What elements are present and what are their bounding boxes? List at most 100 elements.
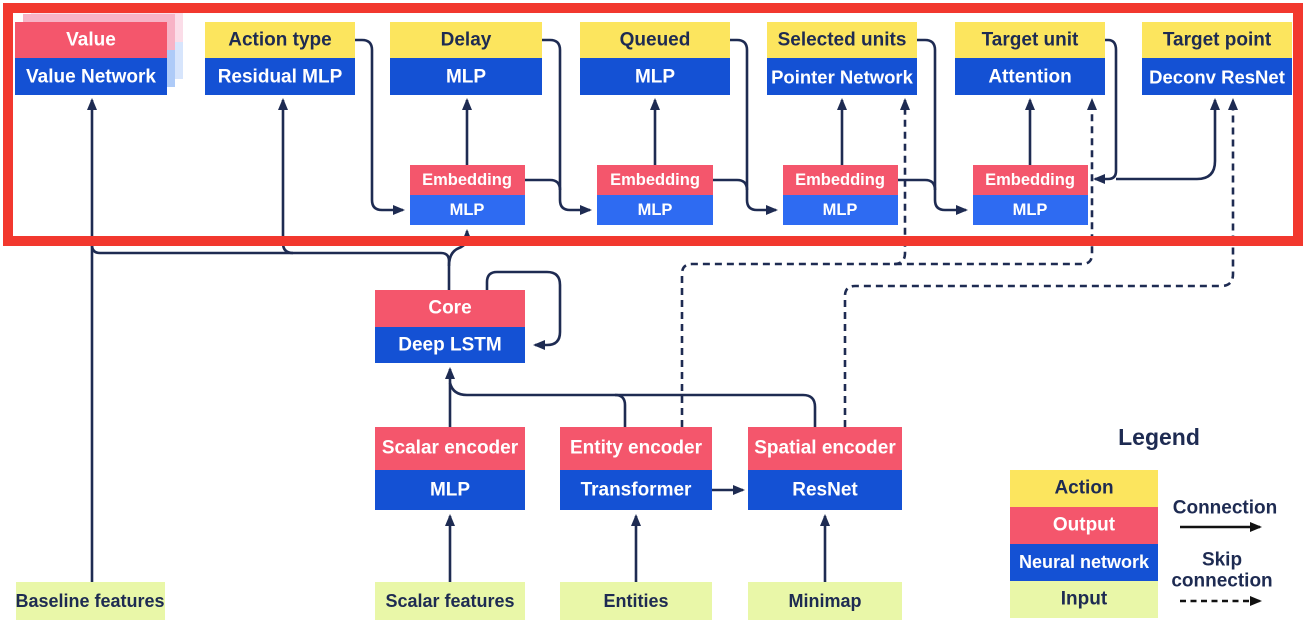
input-entities-box [560,582,712,620]
head-value-header [15,22,167,58]
head-target-unit: Target unit Attention [955,22,1105,95]
head-delay-header [390,22,542,58]
encoder-scalar-header [375,427,525,470]
embedding-3: Embedding MLP [783,165,898,225]
head-selected-units: Selected units Pointer Network [767,22,917,95]
conn-queued-to-embedding3 [730,38,778,215]
conn-core-output-rail [90,244,451,290]
conn-embedding3-to-embedding4 [898,178,937,191]
head-selected-units-network-label: Pointer Network [771,67,914,88]
embedding-2-mlp-bar [597,195,713,225]
input-entities-label: Entities [603,591,668,611]
encoder-spatial-network-bar [748,470,902,510]
head-action-type-network-label: Residual MLP [218,67,343,88]
embedding-3-header [783,165,898,195]
skip-connections [680,98,1238,427]
encoder-entity: Entity encoder Transformer [560,427,712,510]
head-target-point-title: Target point [1163,30,1272,51]
legend-title: Legend [1118,424,1200,450]
core-block: Core Deep LSTM [375,290,525,363]
input-scalar-box [375,582,525,620]
encoder-scalar-network-label: MLP [430,480,470,501]
head-target-unit-header [955,22,1105,58]
solid-connections [87,38,1220,582]
head-queued-network-label: MLP [635,67,675,88]
embedding-2-header [597,165,713,195]
head-value-network-bar [15,58,167,95]
head-action-type-title: Action type [228,30,331,51]
embedding-4-mlp-bar [973,195,1088,225]
head-queued-network-bar [580,58,730,95]
conn-delay-to-embedding2 [542,38,592,215]
head-target-point: Target point Deconv ResNet [1142,22,1292,95]
encoder-spatial-title: Spatial encoder [754,438,896,459]
conn-targetunit-to-embedding4 [1093,38,1118,184]
legend-swatch-output [1010,507,1158,544]
embedding-3-mlp-label: MLP [823,201,858,219]
embedding-1-mlp-bar [410,195,525,225]
core-network-bar [375,327,525,363]
legend-skip-label-line1: Skip [1202,550,1242,571]
embedding-2-title: Embedding [610,171,700,189]
head-value-network-label: Value Network [26,67,156,88]
conn-selectedunits-to-embedding4 [917,38,968,215]
conn-entityencoder-rail [614,393,627,427]
embedding-4-header [973,165,1088,195]
encoder-scalar-title: Scalar encoder [382,438,519,459]
head-queued-title: Queued [620,30,691,51]
head-selected-units-title: Selected units [778,30,907,51]
legend-label-input: Input [1061,589,1108,610]
legend: Legend Action Output Neural network Inpu… [1010,424,1277,618]
input-scalar-features: Scalar features [375,582,525,620]
input-baseline-features: Baseline features [15,582,165,620]
core-header [375,290,525,327]
input-entities: Entities [560,582,712,620]
skip-entity-to-attention [680,98,1097,427]
head-queued: Queued MLP [580,22,730,95]
core-network-label: Deep LSTM [398,335,501,356]
core-title: Core [428,298,471,319]
legend-swatch-action [1010,470,1158,507]
legend-skip-label-line2: connection [1171,571,1272,592]
embedding-4-mlp-label: MLP [1013,201,1048,219]
input-minimap: Minimap [748,582,902,620]
skip-spatial-to-deconv [843,98,1238,427]
conn-embedding4-to-deconv [1116,98,1220,181]
legend-swatch-network [1010,544,1158,581]
input-minimap-label: Minimap [788,591,861,611]
head-delay-network-label: MLP [446,67,486,88]
embedding-4-title: Embedding [985,171,1075,189]
input-baseline-box [16,582,165,620]
head-selected-units-network-bar [767,58,917,95]
embedding-1-header [410,165,525,195]
head-target-unit-title: Target unit [982,30,1079,51]
conn-core-recurrent-loop [485,270,562,350]
encoder-scalar-network-bar [375,470,525,510]
embedding-2-mlp-label: MLP [638,201,673,219]
head-target-point-header [1142,22,1292,58]
embedding-3-title: Embedding [795,171,885,189]
head-delay-network-bar [390,58,542,95]
conn-spatialencoder-rail [448,382,817,427]
embedding-4: Embedding MLP [973,165,1088,225]
legend-swatch-input [1010,581,1158,618]
head-target-unit-network-bar [955,58,1105,95]
embedding-3-mlp-bar [783,195,898,225]
embedding-1: Embedding MLP [410,165,525,225]
encoder-scalar: Scalar encoder MLP [375,427,525,510]
head-action-type: Action type Residual MLP [205,22,355,95]
head-delay-title: Delay [441,30,492,51]
embedding-1-mlp-label: MLP [450,201,485,219]
head-queued-header [580,22,730,58]
legend-label-output: Output [1053,515,1116,536]
head-target-unit-network-label: Attention [988,67,1071,88]
highlight-frame [3,3,1303,246]
input-minimap-box [748,582,902,620]
legend-connection-label: Connection [1173,498,1278,519]
encoder-entity-header [560,427,712,470]
conn-rail-to-residual-mlp [278,98,294,255]
encoder-spatial-network-label: ResNet [792,480,858,501]
conn-actiontype-to-embedding1 [355,38,405,215]
